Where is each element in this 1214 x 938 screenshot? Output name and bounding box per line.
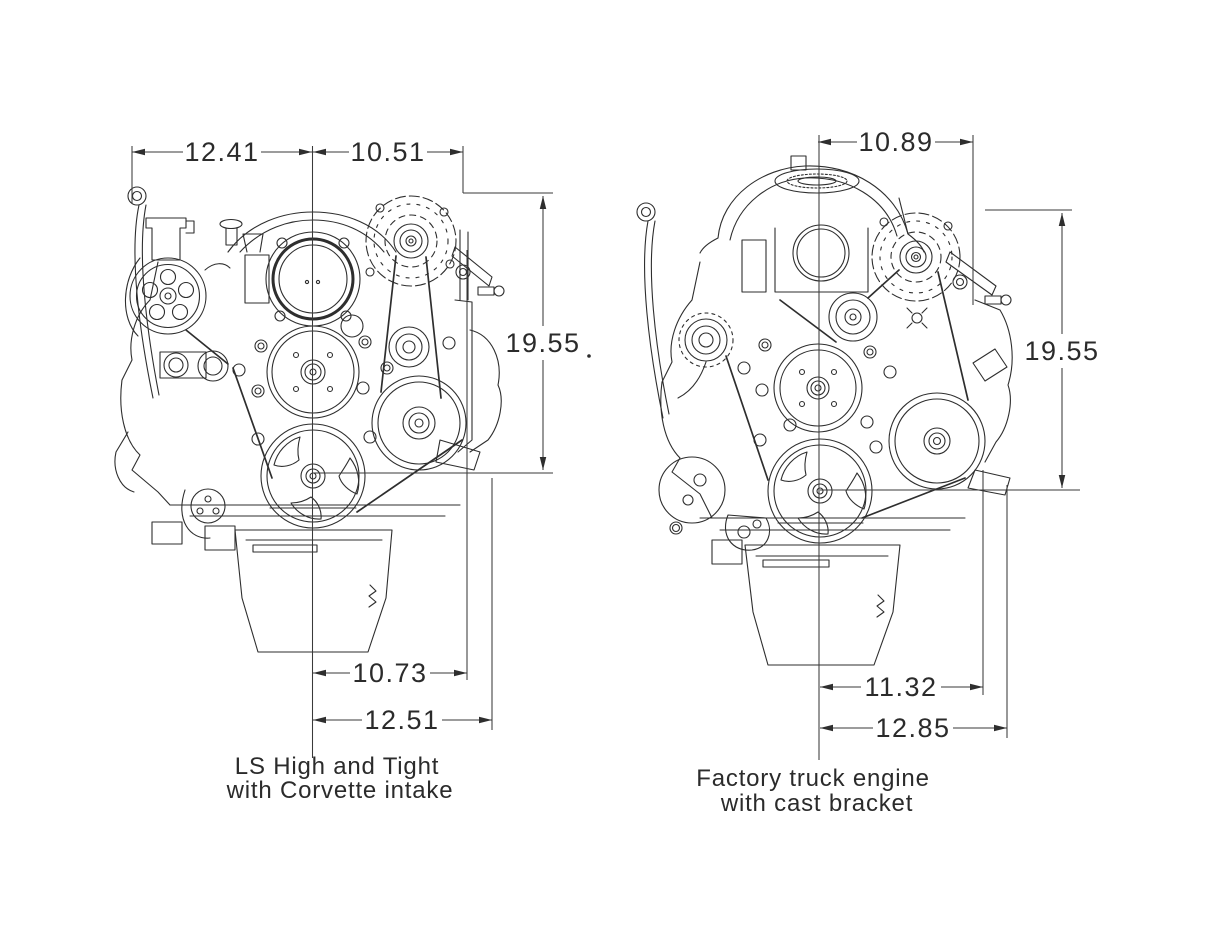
alternator-left [365, 195, 457, 287]
caption-right-line2: with cast bracket [720, 790, 913, 817]
dim-label-left-19-55: 19.55 [505, 328, 580, 358]
right-engine-drawing [636, 155, 1013, 666]
large-idler-right [888, 392, 986, 490]
engine-block-left [114, 229, 502, 539]
left-engine-drawing [114, 186, 505, 653]
water-pump-pulley-left [266, 314, 364, 419]
dim-label-left-10-51: 10.51 [350, 137, 425, 167]
dimension-lines-right: 10.89 19.55 11.32 12.85 [818, 127, 1102, 760]
caption-left-line1: LS High and Tight [235, 753, 439, 780]
ac-compressor-pulley-left [124, 257, 231, 337]
dimension-lines-left: 12.41 10.51 19.55 10.73 12.51 [131, 137, 591, 758]
idler-pulleys-right [677, 292, 928, 399]
oil-pan-right [711, 539, 901, 666]
dim-label-right-10-89: 10.89 [858, 127, 933, 157]
dipstick-right-icon [636, 202, 670, 419]
dim-label-left-12-41: 12.41 [184, 137, 259, 167]
alternator-right [871, 212, 961, 302]
caption-left-line2: with Corvette intake [226, 777, 454, 804]
dim-label-right-11-32: 11.32 [864, 672, 937, 702]
dim-label-right-12-85: 12.85 [875, 713, 950, 743]
crank-pulley-right [767, 438, 873, 544]
dim-label-left-12-51: 12.51 [364, 705, 439, 735]
balancer-swirl-slots-right [780, 451, 867, 535]
accessories-lower-left-right-engine [658, 456, 770, 551]
oil-pan-left [151, 521, 393, 653]
belt-lines-left [185, 255, 463, 513]
caption-left-engine: LS High and Tight with Corvette intake [226, 753, 454, 804]
throttle-body-right [741, 224, 869, 293]
dim-label-right-19-55: 19.55 [1024, 336, 1099, 366]
dim-label-left-10-73: 10.73 [352, 658, 427, 688]
engine-block-right [660, 261, 1013, 531]
caption-right-line1: Factory truck engine [696, 765, 929, 792]
caption-right-engine: Factory truck engine with cast bracket [696, 765, 929, 817]
balancer-swirl-slots-left [273, 436, 360, 520]
mount-bracket-right [945, 251, 1012, 382]
stray-period-dot [587, 354, 591, 358]
belt-lines-right [725, 269, 969, 519]
water-pump-pulley-right [773, 343, 863, 433]
truck-intake-dome [699, 155, 925, 254]
filler-neck-left [145, 217, 243, 261]
mount-bracket-left [451, 246, 505, 297]
